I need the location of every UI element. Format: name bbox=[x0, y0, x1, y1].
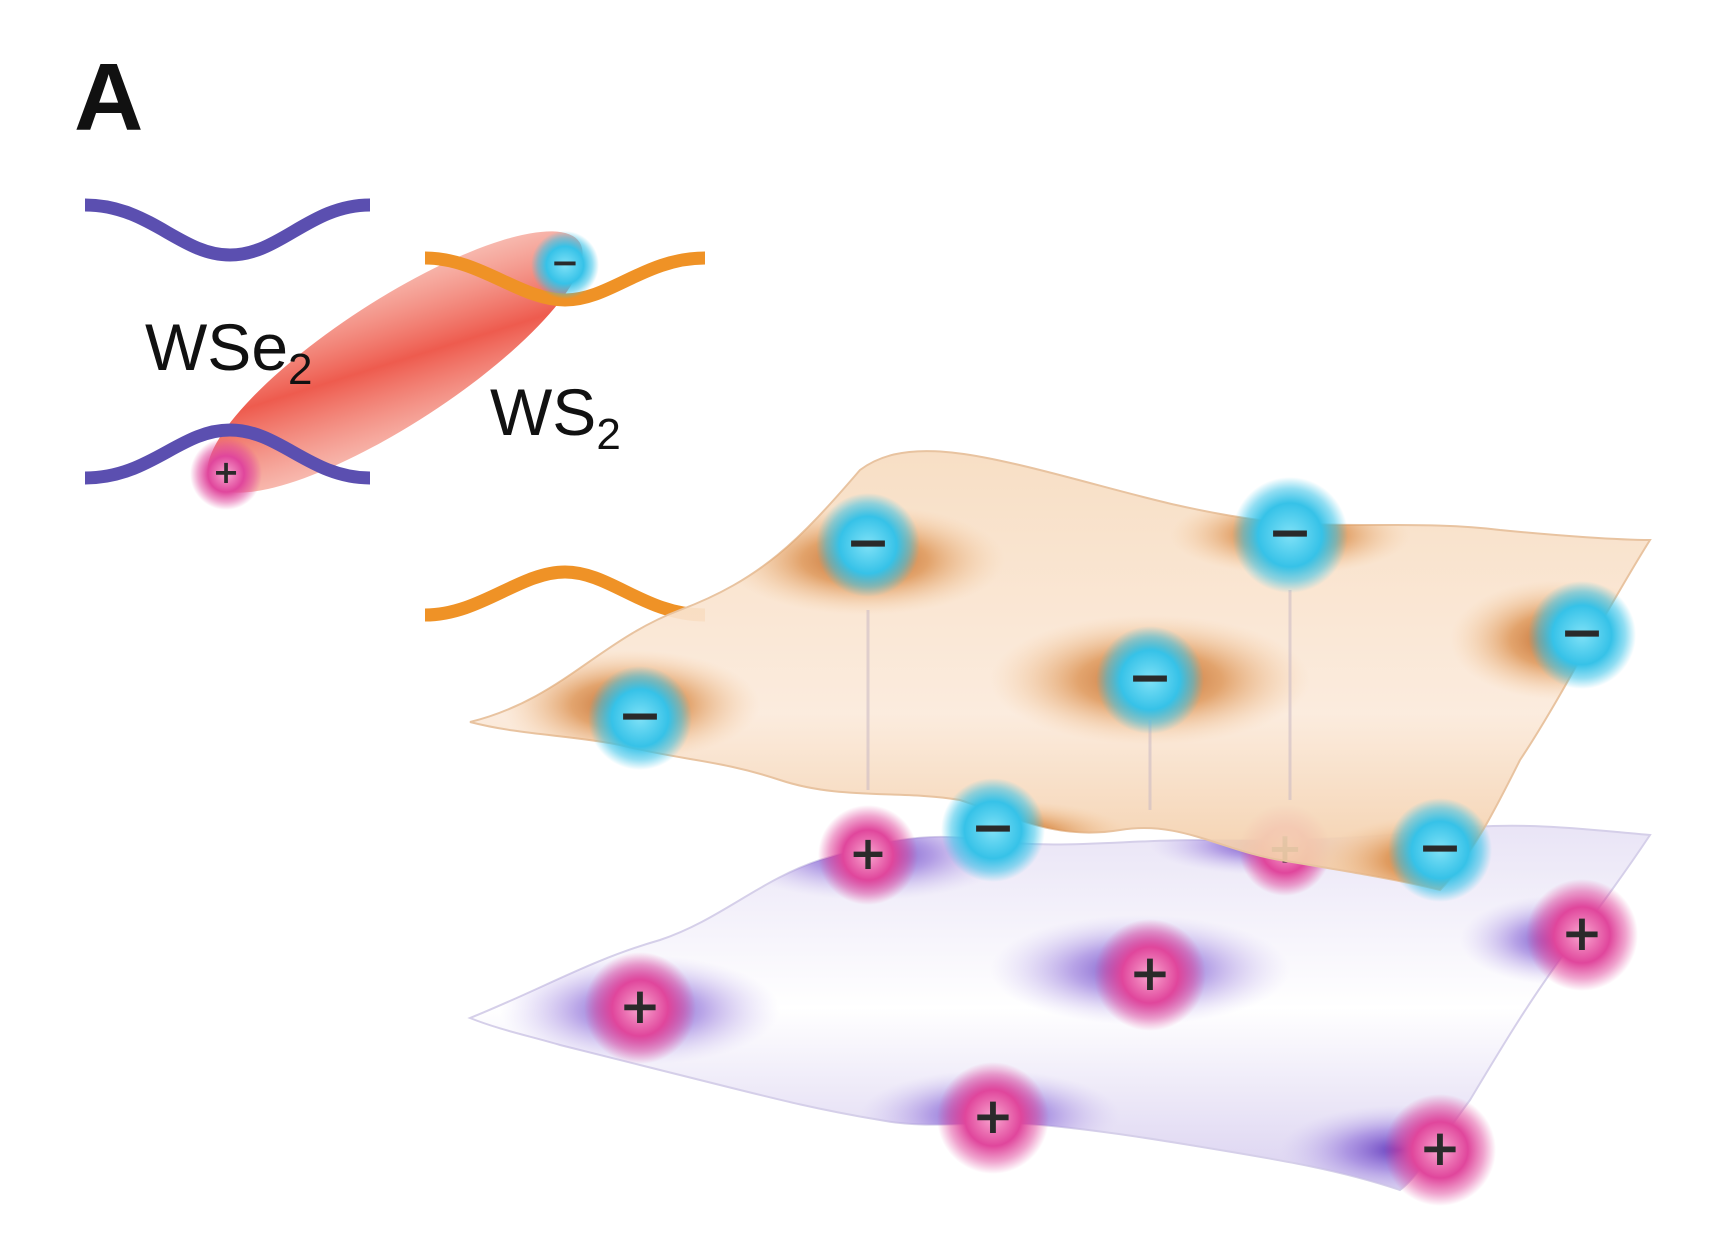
hole-charge: + bbox=[1094, 919, 1206, 1031]
ws2-label-base: WS bbox=[490, 375, 596, 449]
electron-charge: − bbox=[816, 493, 920, 597]
wse2-label-subscript: 2 bbox=[288, 345, 312, 394]
hole-sign: + bbox=[1419, 1119, 1461, 1177]
hole-sign: + bbox=[619, 977, 661, 1035]
electron-charge: − bbox=[1096, 626, 1204, 734]
hole-sign: + bbox=[849, 826, 888, 880]
electron-charge: − bbox=[1528, 581, 1636, 689]
hole-sign: + bbox=[1561, 904, 1603, 962]
electron-sign: − bbox=[1417, 816, 1462, 879]
electron-sign: − bbox=[970, 796, 1015, 859]
ws2-upper-band bbox=[424, 251, 706, 307]
ws2-lower-band bbox=[424, 565, 706, 622]
electron-charge: − bbox=[941, 778, 1045, 882]
electron-charge: − bbox=[588, 666, 692, 770]
band-hole: + bbox=[190, 438, 262, 510]
band-electron-sign: − bbox=[551, 243, 580, 283]
electron-sign: − bbox=[1559, 601, 1604, 664]
wse2-upper-band bbox=[84, 198, 371, 262]
hole-charge: + bbox=[937, 1062, 1049, 1174]
interlayer-exciton bbox=[207, 231, 583, 493]
panel-label: A bbox=[74, 44, 143, 151]
hole-charge: + bbox=[818, 805, 918, 905]
ws2-label-subscript: 2 bbox=[596, 410, 620, 459]
band-electron: − bbox=[531, 231, 599, 299]
electron-sign: − bbox=[617, 684, 662, 747]
hole-charge: + bbox=[1526, 879, 1638, 991]
wse2-label-base: WSe bbox=[145, 310, 288, 384]
electron-charge: − bbox=[1232, 477, 1348, 593]
wse2-lower-band bbox=[84, 423, 371, 485]
wse2-label: WSe2 bbox=[145, 310, 313, 394]
hole-sign: + bbox=[1129, 944, 1171, 1002]
interlayer-links bbox=[636, 691, 1586, 1099]
hole-sign: + bbox=[972, 1087, 1014, 1145]
band-hole-sign: + bbox=[213, 453, 240, 491]
electron-sign: − bbox=[1127, 646, 1172, 709]
ws2-label: WS2 bbox=[490, 375, 621, 459]
hidden-links bbox=[866, 590, 1292, 810]
electron-sign: − bbox=[845, 511, 890, 574]
hole-charge: + bbox=[584, 952, 696, 1064]
electron-charge: − bbox=[1388, 798, 1492, 902]
electron-sign: − bbox=[1267, 501, 1312, 564]
hole-charge: + bbox=[1384, 1094, 1496, 1206]
